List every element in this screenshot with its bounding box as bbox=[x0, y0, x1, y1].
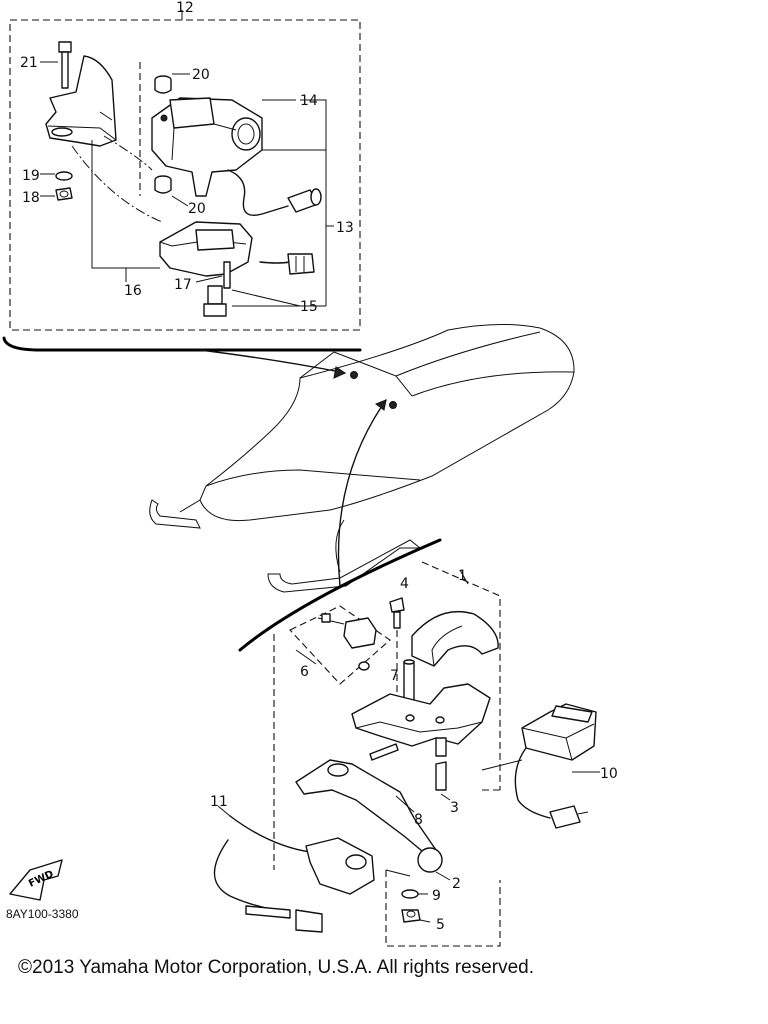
callout-2: 2 bbox=[452, 876, 461, 892]
leader-lines-13-14-15 bbox=[231, 99, 334, 307]
part-6-cover bbox=[289, 605, 391, 685]
fwd-arrow-icon: FWD bbox=[9, 859, 63, 901]
callout-8: 8 bbox=[414, 812, 423, 828]
callout-19: 19 bbox=[22, 168, 40, 184]
callout-6: 6 bbox=[300, 664, 309, 680]
callout-4: 4 bbox=[400, 576, 409, 592]
callout-14: 14 bbox=[300, 93, 318, 109]
part-3-screw bbox=[435, 761, 451, 801]
part-20-grommet-bottom bbox=[154, 175, 189, 207]
callout-10: 10 bbox=[600, 766, 618, 782]
part-7-pin bbox=[403, 659, 415, 701]
callout-13: 13 bbox=[336, 220, 354, 236]
callout-20-bottom: 20 bbox=[188, 201, 206, 217]
part-8-screw bbox=[369, 743, 415, 813]
part-14-switch-housing bbox=[151, 97, 296, 197]
copyright-notice: ©2013 Yamaha Motor Corporation, U.S.A. A… bbox=[18, 957, 534, 978]
callout-21: 21 bbox=[20, 55, 38, 71]
callout-1: 1 bbox=[458, 568, 467, 584]
snowmobile-body bbox=[149, 323, 575, 593]
callout-17: 17 bbox=[174, 277, 192, 293]
part-17-screw bbox=[195, 261, 231, 289]
callout-labels: 12 21 20 14 19 18 20 13 16 17 15 1 4 6 7… bbox=[20, 0, 618, 933]
callout-3: 3 bbox=[450, 800, 459, 816]
part-11-sensor-harness bbox=[213, 805, 375, 933]
part-15-screw bbox=[203, 285, 227, 317]
lever-bracket bbox=[351, 683, 491, 757]
part-9-washer bbox=[401, 889, 428, 899]
callout-20-top: 20 bbox=[192, 67, 210, 83]
lower-assembly-frame bbox=[238, 538, 501, 947]
part-19-washer bbox=[40, 171, 73, 181]
callout-11: 11 bbox=[210, 794, 228, 810]
callout-5: 5 bbox=[436, 917, 445, 933]
inset-box-12 bbox=[2, 10, 362, 352]
callout-7: 7 bbox=[390, 668, 399, 684]
callout-15: 15 bbox=[300, 299, 318, 315]
part-18-nut bbox=[40, 187, 73, 201]
callout-18: 18 bbox=[22, 190, 40, 206]
part-10-switch-box bbox=[481, 703, 600, 829]
pointer-arrows bbox=[199, 349, 387, 587]
part-bracket bbox=[45, 55, 117, 147]
part-21-bolt bbox=[40, 41, 72, 89]
callout-9: 9 bbox=[432, 888, 441, 904]
diagram-reference-code: 8AY100-3380 bbox=[6, 907, 79, 921]
callout-12: 12 bbox=[176, 0, 194, 16]
part-20-grommet-top bbox=[154, 73, 190, 94]
lever-cap bbox=[411, 610, 499, 667]
part-13-harness bbox=[227, 169, 322, 275]
part-5-nut bbox=[401, 909, 431, 923]
callout-16: 16 bbox=[124, 283, 142, 299]
part-2-throttle-lever bbox=[295, 759, 443, 873]
